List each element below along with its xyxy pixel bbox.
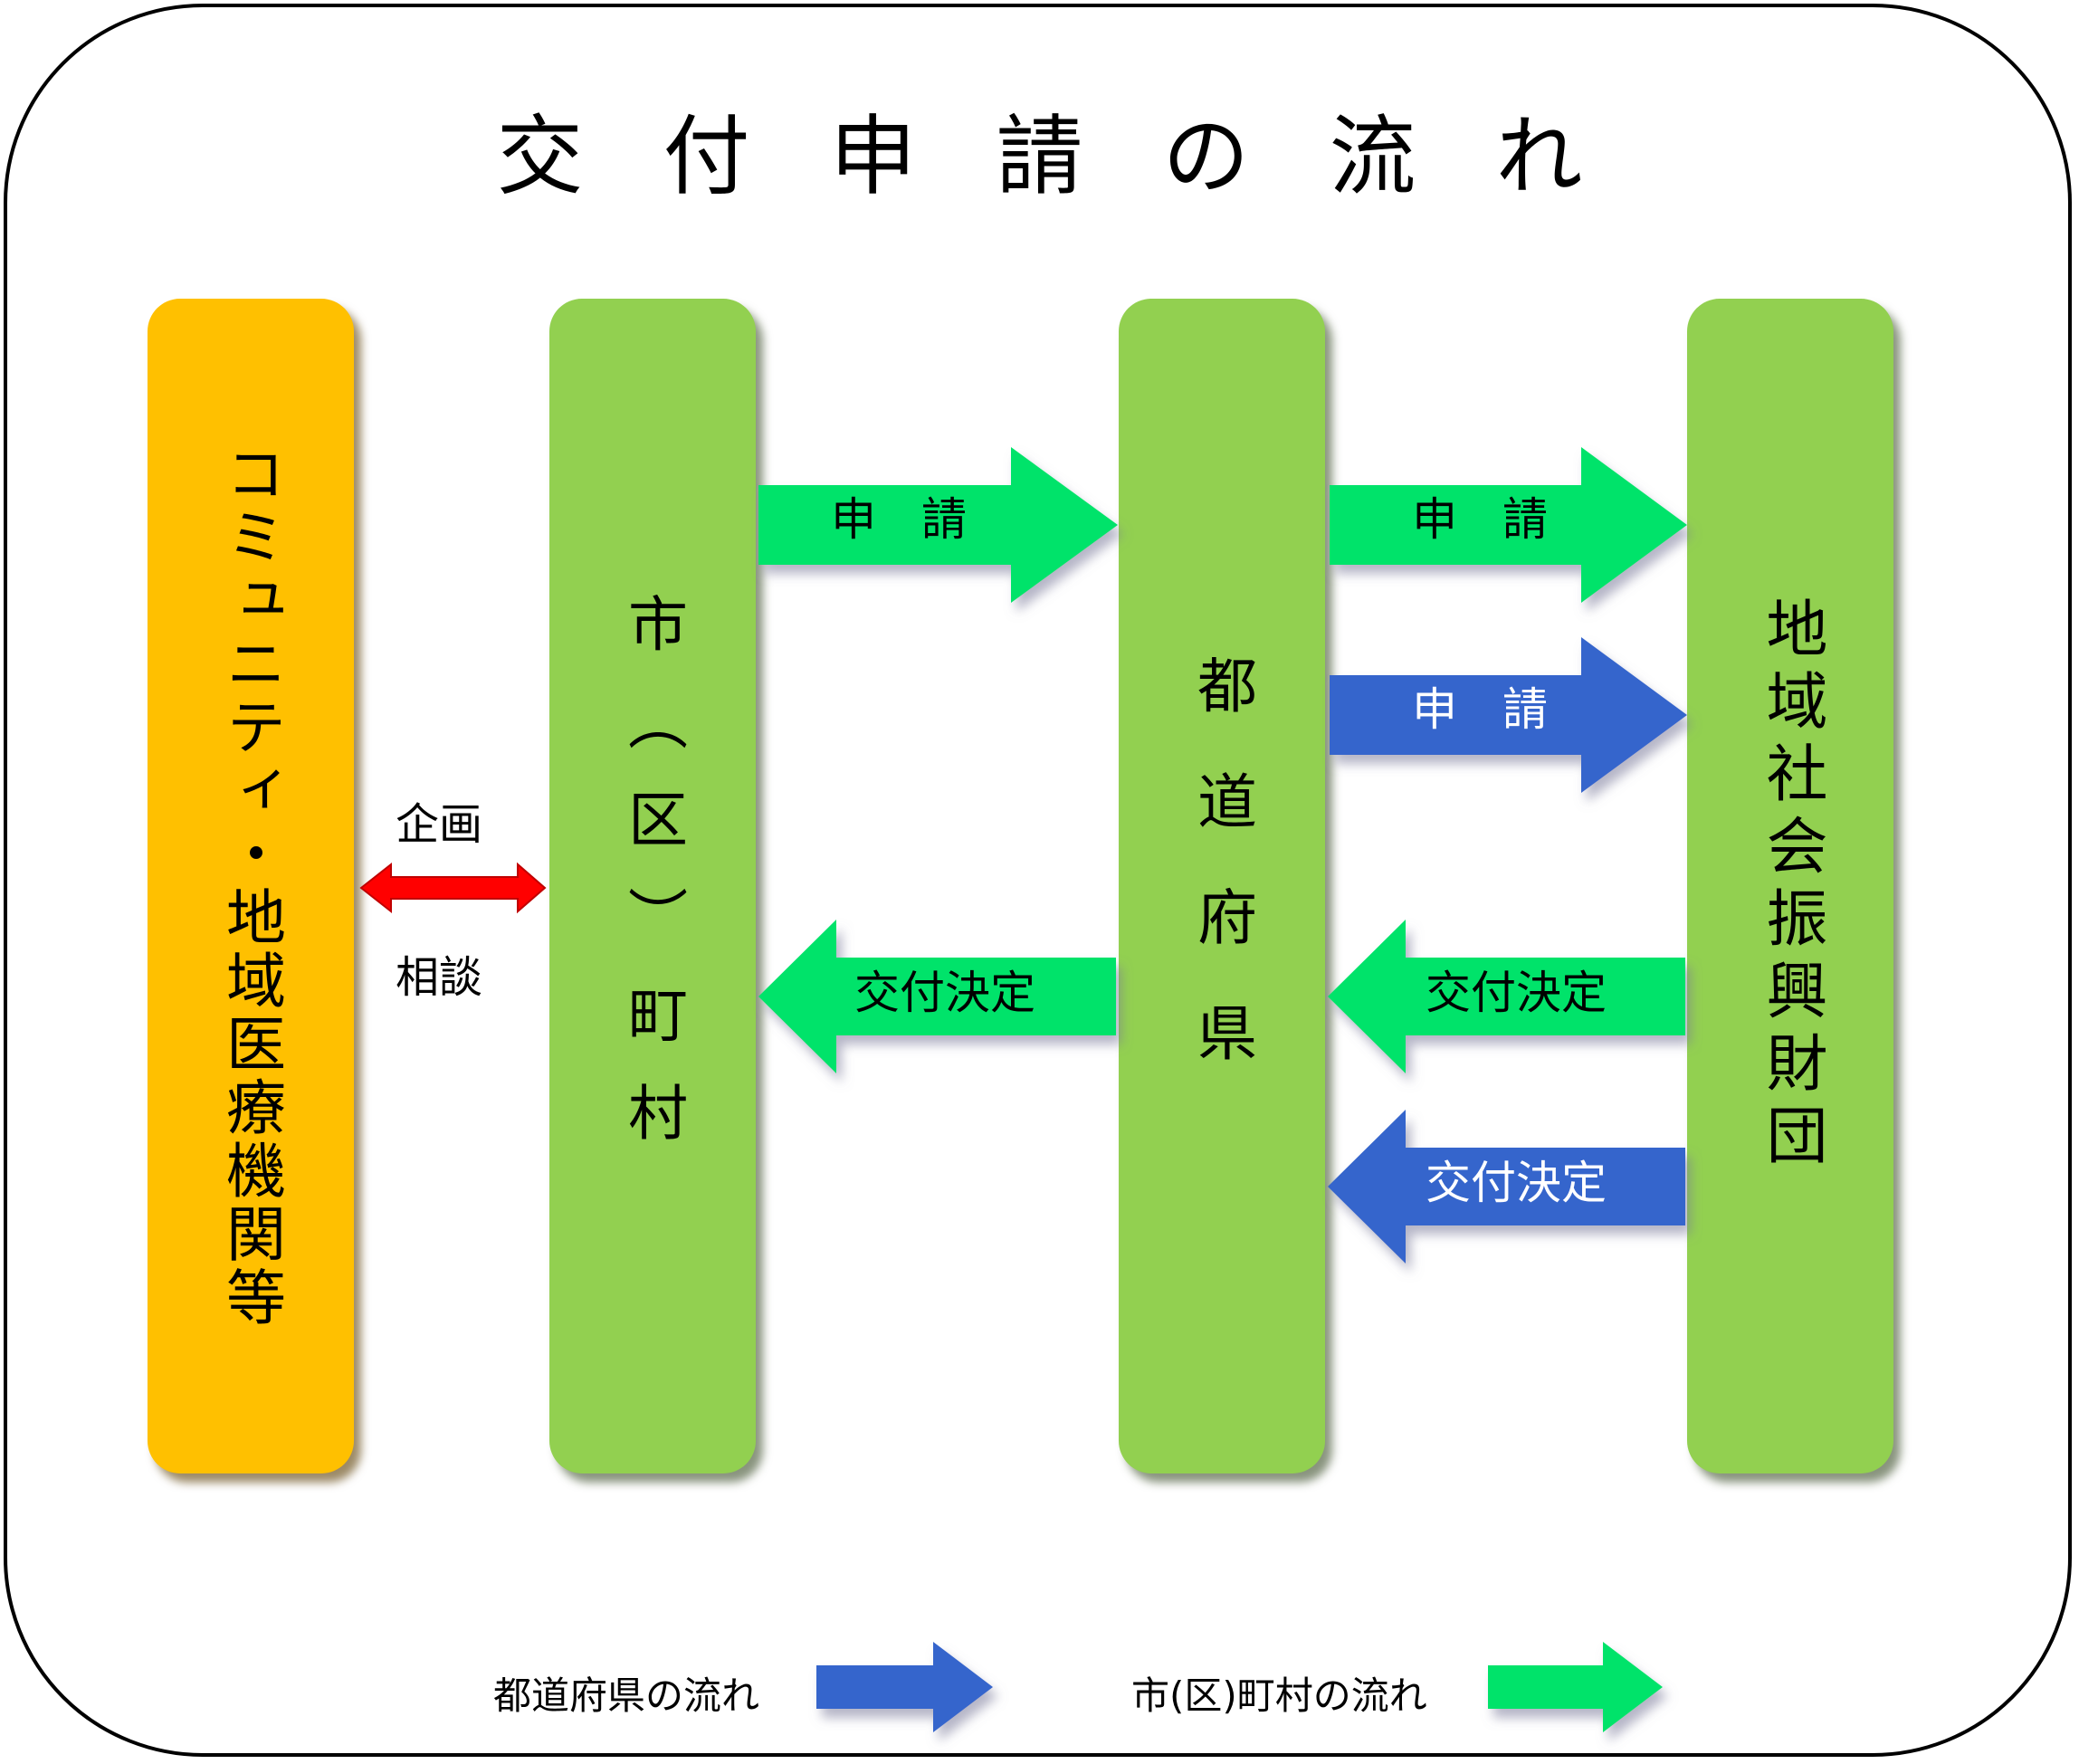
column-municipal-label: 市（区）町村 bbox=[618, 593, 688, 1179]
column-community-label: コミュニティ・地域医療機関等 bbox=[216, 443, 286, 1330]
legend-municipal-arrow bbox=[1488, 1642, 1663, 1732]
legend-prefecture-arrow bbox=[816, 1642, 993, 1732]
label-consult: 相談 bbox=[396, 952, 483, 1003]
legend-municipal-label: 市(区)町村の流れ bbox=[1131, 1673, 1427, 1718]
label-plan: 企画 bbox=[396, 799, 483, 850]
label-decision-prefecture-green: 交付決定 bbox=[1426, 967, 1607, 1019]
column-foundation: 地域社会振興財団 bbox=[1687, 299, 1893, 1473]
arrow-foundation-to-prefecture-decision-blue bbox=[1328, 1110, 1685, 1263]
label-decision-prefecture-blue: 交付決定 bbox=[1426, 1157, 1607, 1209]
page-title: 交付申請の流れ bbox=[496, 106, 1663, 207]
column-municipal: 市（区）町村 bbox=[549, 299, 756, 1473]
arrow-municipal-to-prefecture-apply bbox=[758, 447, 1118, 603]
column-prefecture: 都道府県 bbox=[1119, 299, 1325, 1473]
legend-prefecture-label: 都道府県の流れ bbox=[493, 1673, 760, 1718]
label-apply-prefecture-blue: 申請 bbox=[1412, 683, 1593, 736]
arrow-community-municipal-consult bbox=[359, 862, 547, 914]
column-foundation-label: 地域社会振興財団 bbox=[1755, 596, 1826, 1176]
arrow-prefecture-to-municipal-decision bbox=[758, 920, 1116, 1073]
column-prefecture-label: 都道府県 bbox=[1187, 654, 1257, 1118]
label-apply-municipal: 申請 bbox=[831, 493, 1012, 546]
arrow-prefecture-to-foundation-apply-blue bbox=[1330, 637, 1687, 793]
column-community-medical: コミュニティ・地域医療機関等 bbox=[148, 299, 354, 1473]
arrow-foundation-to-prefecture-decision-green bbox=[1328, 920, 1685, 1073]
label-apply-prefecture-green: 申請 bbox=[1412, 493, 1593, 546]
arrow-prefecture-to-foundation-apply-green bbox=[1330, 447, 1687, 603]
label-decision-municipal: 交付決定 bbox=[854, 967, 1035, 1019]
